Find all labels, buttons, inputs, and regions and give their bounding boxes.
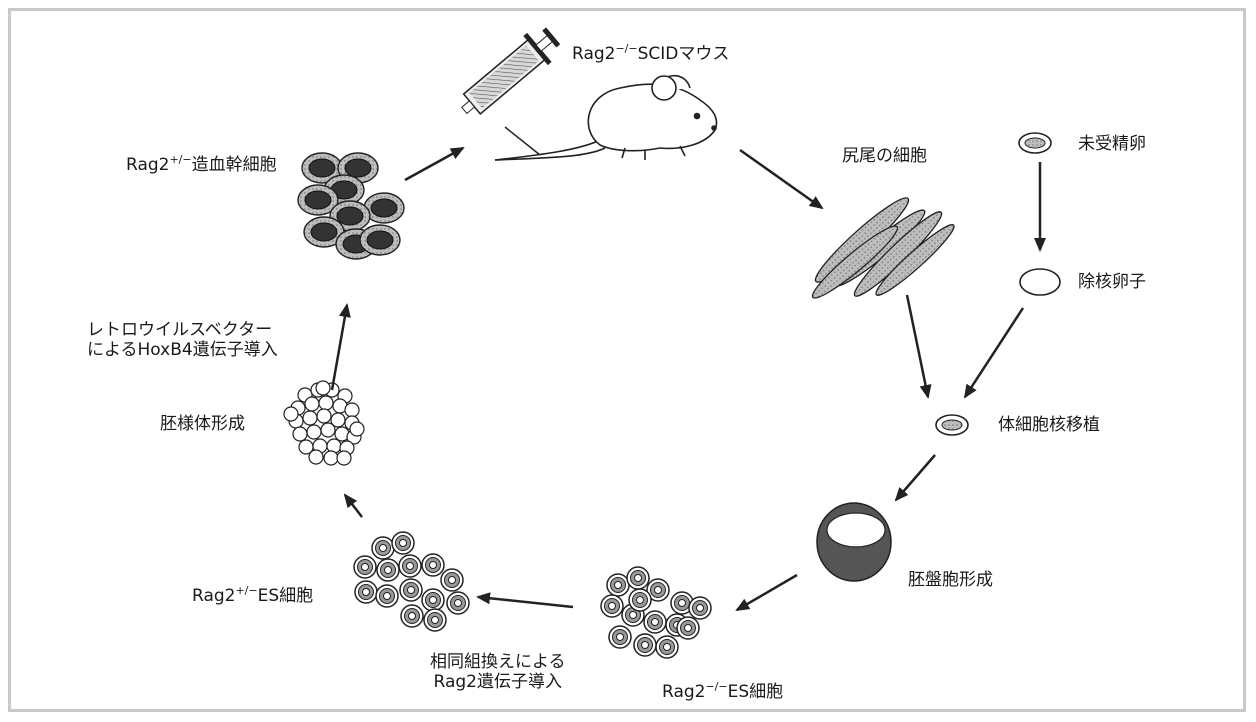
recombination-label: 相同組換えによる Rag2遺伝子導入 bbox=[430, 652, 566, 693]
process-arrows bbox=[330, 146, 1046, 612]
tail-cells-label: 尻尾の細胞 bbox=[842, 146, 927, 166]
mouse-icon bbox=[494, 74, 718, 161]
arrow-tail-to-transfer bbox=[905, 294, 932, 399]
enucleated-egg-icon bbox=[1019, 268, 1061, 296]
embryoid-body-icon bbox=[283, 380, 365, 466]
embryoid-label: 胚様体形成 bbox=[160, 414, 245, 434]
es-ko-cells-icon bbox=[600, 566, 712, 659]
blastocyst-icon bbox=[816, 502, 892, 582]
syringe-icon bbox=[461, 27, 561, 156]
nuclear-transfer-cell-icon bbox=[935, 414, 969, 436]
enucleated-egg-label: 除核卵子 bbox=[1078, 272, 1146, 292]
arrow-mouse-to-tail bbox=[739, 148, 824, 210]
hsc-cells-icon bbox=[297, 152, 405, 260]
hsc-label: Rag2+/−造血幹細胞 bbox=[126, 153, 277, 175]
nuclear-transfer-label: 体細胞核移植 bbox=[998, 415, 1100, 435]
retrovirus-label: レトロウイルスベクター によるHoxB4遺伝子導入 bbox=[87, 320, 278, 361]
arrow-hsc-to-mouse bbox=[404, 146, 465, 182]
arrow-recombination bbox=[476, 592, 574, 609]
arrow-enucleated-to-transfer bbox=[963, 307, 1025, 399]
es-ko-label: Rag2−/−ES細胞 bbox=[662, 680, 784, 702]
arrow-blastocyst-to-es bbox=[735, 573, 798, 612]
tail-cells-icon bbox=[811, 197, 955, 299]
es-het-cells-icon bbox=[353, 531, 470, 632]
arrow-es-to-embryoid bbox=[343, 493, 363, 518]
arrow-retrovirus bbox=[330, 303, 351, 391]
es-het-label: Rag2+/−ES細胞 bbox=[192, 584, 314, 606]
mouse-label: Rag2−/−SCIDマウス bbox=[572, 42, 730, 64]
arrow-transfer-to-blastocyst bbox=[894, 454, 936, 502]
unfertilized-egg-label: 未受精卵 bbox=[1078, 134, 1146, 154]
blastocyst-label: 胚盤胞形成 bbox=[908, 570, 993, 590]
unfertilized-egg-icon bbox=[1018, 132, 1052, 154]
